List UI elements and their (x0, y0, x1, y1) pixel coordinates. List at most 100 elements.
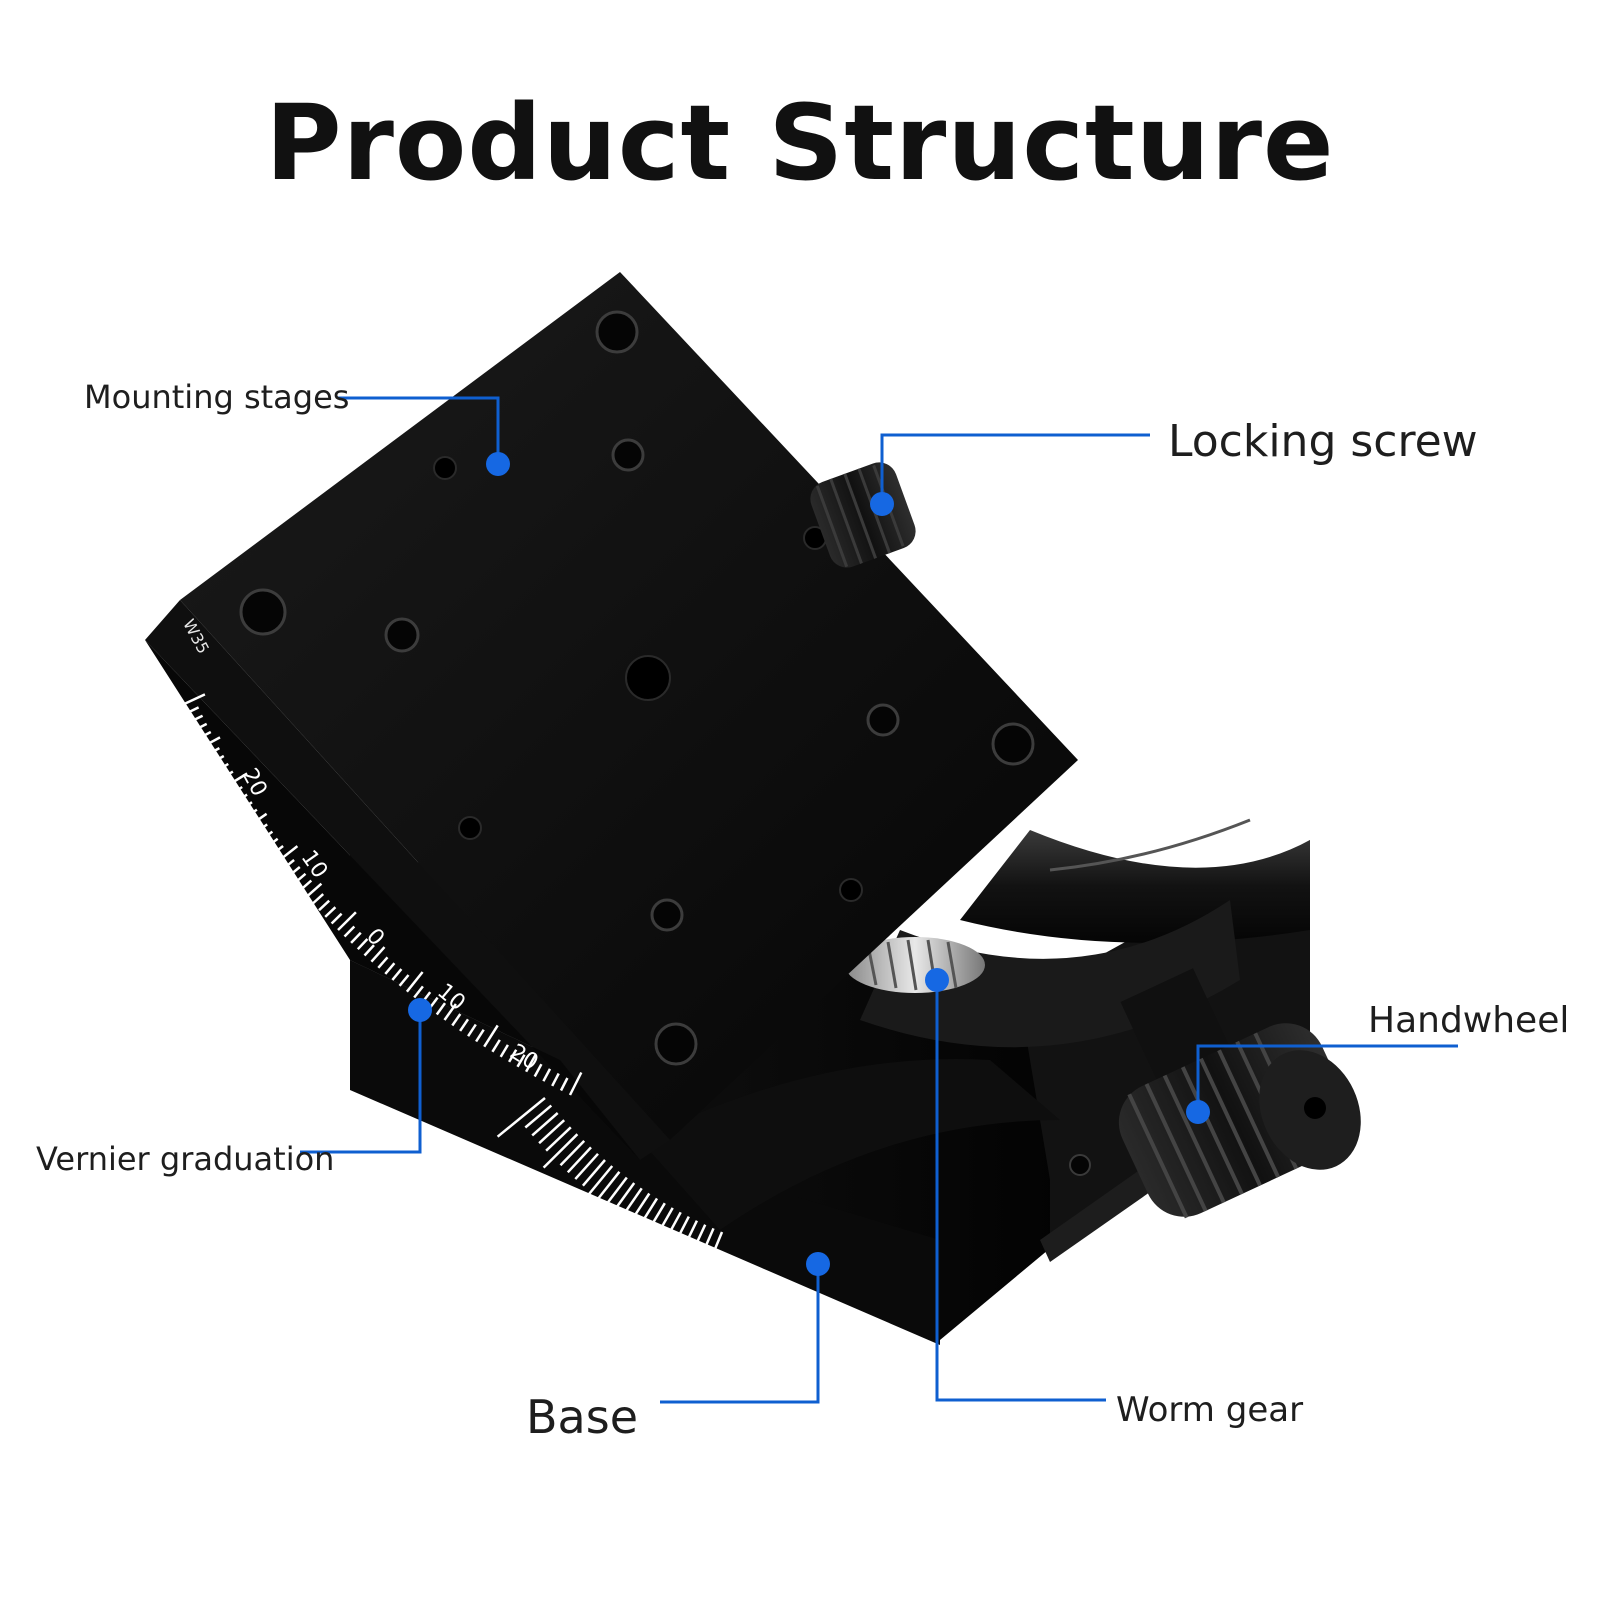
graduation-tick (202, 736, 221, 748)
graduation-tick (499, 1044, 509, 1058)
graduation-tick (559, 1140, 586, 1167)
graduation-tick (189, 714, 204, 724)
callout-lines (300, 396, 1458, 1404)
graduation-tick (597, 1171, 621, 1200)
graduation-tick (646, 1202, 666, 1234)
graduation-tick (377, 956, 389, 969)
graduation-tick (405, 971, 424, 993)
graduation-tick (413, 985, 424, 999)
graduation-tick (525, 1053, 537, 1073)
graduation-tick (356, 938, 369, 951)
graduation-tick (229, 785, 243, 796)
graduation-tick (311, 893, 325, 905)
graduation-tick (343, 925, 356, 938)
graduation-tick (299, 879, 313, 891)
graduation-tick (197, 730, 212, 740)
graduation-tick (568, 1071, 583, 1096)
graduation-tick (305, 882, 323, 898)
graduation-tick (210, 754, 225, 764)
threaded-holes (239, 310, 1035, 1066)
vernier-graduation-marks (181, 693, 724, 1272)
graduation-tick (293, 872, 307, 884)
graduation-tick (698, 1227, 715, 1261)
graduation-tick (224, 772, 248, 788)
graduation-tick (193, 722, 208, 732)
graduation-tick (350, 931, 362, 944)
graduation-tick (244, 808, 258, 819)
graduation-tick (542, 1133, 579, 1169)
graduation-tick (254, 823, 268, 834)
plain-holes (433, 456, 863, 902)
handwheel (1069, 968, 1361, 1219)
label-handwheel: Handwheel (1368, 1000, 1570, 1041)
graduation-tick (467, 1023, 477, 1037)
graduation-tick (363, 944, 375, 957)
graduation-tick (613, 1182, 636, 1212)
callout-line-base (660, 1266, 820, 1404)
label-locking-screw: Locking screw (1168, 416, 1478, 467)
graduation-tick (451, 1013, 462, 1027)
graduation-tick (496, 1097, 546, 1138)
graduation-tick (572, 1165, 614, 1214)
graduation-tick (435, 1002, 447, 1016)
graduation-tick (370, 946, 386, 963)
graduation-tick (443, 1003, 457, 1021)
graduation-tick (566, 1146, 592, 1174)
graduation-tick (707, 1231, 724, 1264)
graduation-tick (538, 1119, 566, 1145)
graduation-tick (265, 837, 279, 849)
graduation-tick (524, 1104, 553, 1129)
graduation-tick (337, 911, 357, 931)
graduation-tick (574, 1152, 599, 1180)
label-base: Base (526, 1390, 639, 1444)
dot-vernier-graduation (408, 998, 432, 1022)
graduation-tick (475, 1029, 485, 1043)
graduation-tick (220, 770, 234, 780)
graduation-tick (663, 1211, 682, 1243)
graduation-tick (185, 706, 200, 715)
dot-locking-screw (870, 492, 894, 516)
graduation-tick (680, 1220, 699, 1252)
graduation-tick (531, 1112, 559, 1137)
callout-line-handwheel (1196, 1044, 1458, 1110)
graduation-tick (384, 962, 396, 975)
dot-mounting-stages (486, 452, 510, 476)
graduation-tick (260, 830, 274, 841)
graduation-tick (516, 1054, 526, 1068)
graduation-tick (508, 1049, 518, 1063)
mounting-stage (145, 272, 1078, 1160)
graduation-tick (659, 1216, 690, 1272)
graduation-tick (581, 1159, 606, 1187)
graduation-tick (605, 1176, 628, 1206)
graduation-tick (637, 1197, 659, 1228)
graduation-tick (234, 793, 248, 804)
graduation-tick (288, 866, 301, 877)
page-title: Product Structure (265, 82, 1335, 204)
graduation-tick (545, 1126, 572, 1152)
callout-line-locking-screw (880, 433, 1150, 502)
graduation-tick (483, 1024, 499, 1048)
graduation-tick (330, 912, 343, 925)
label-worm-gear: Worm gear (1116, 1390, 1304, 1430)
callout-line-mounting-stages (338, 396, 500, 462)
callout-line-worm-gear (935, 980, 1106, 1402)
graduation-tick (491, 1039, 501, 1053)
graduation-tick (318, 899, 331, 912)
label-vernier-graduation: Vernier graduation (36, 1140, 335, 1178)
graduation-tick (542, 1068, 552, 1082)
graduation-tick (398, 974, 410, 987)
graduation-tick (276, 845, 299, 863)
graduation-tick (215, 762, 229, 772)
dot-base (806, 1252, 830, 1276)
graduation-tick (689, 1224, 707, 1257)
graduation-tick (654, 1207, 674, 1239)
graduation-tick (559, 1077, 569, 1092)
callout-line-vernier-graduation (300, 1010, 422, 1154)
label-mounting-stages: Mounting stages (84, 378, 350, 416)
graduation-tick (551, 1072, 560, 1087)
locking-screw (810, 462, 916, 568)
graduation-tick (533, 1063, 543, 1078)
graduation-tick (621, 1192, 651, 1234)
